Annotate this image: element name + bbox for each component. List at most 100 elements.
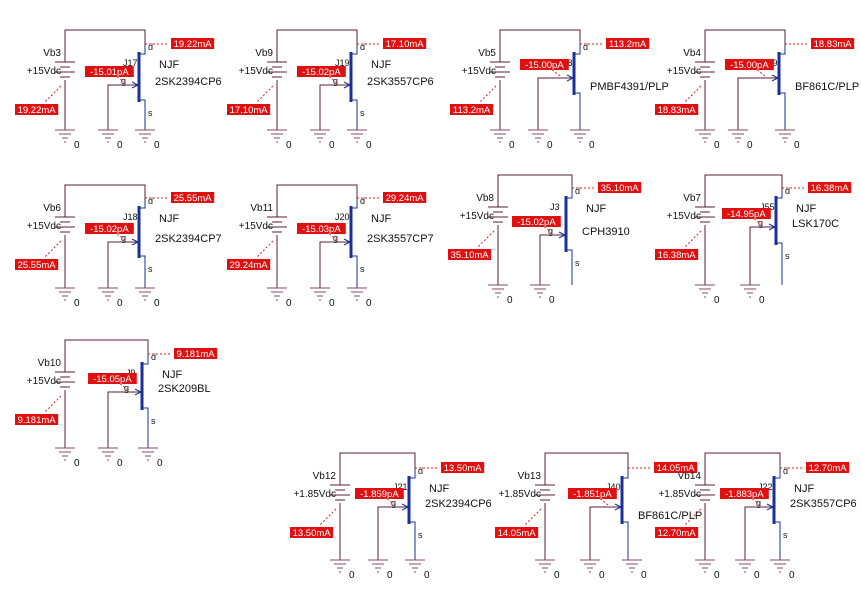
drain-current-probe-bg <box>806 462 850 473</box>
circuit-vb5[interactable]: Vb5+15VdcdJ38PMBF4391/PLP113.2mA-15.00pA… <box>450 29 669 151</box>
circuit-vb4[interactable]: Vb4+15VdcJ39BF861C/PLP18.83mA-15.00pA18.… <box>655 29 859 151</box>
circuit-vb13[interactable]: Vb13+1.85VdcJ40BF861C/PLP14.05mA-1.851pA… <box>495 452 702 581</box>
pin-s-label: s <box>148 264 153 274</box>
source-current-probe-bg <box>227 104 271 115</box>
gate-current-probe[interactable]: -15.00pA <box>725 59 774 71</box>
source-current-probe[interactable]: 17.10mA <box>227 104 271 116</box>
gate-current-probe[interactable]: -15.03pA <box>297 223 346 235</box>
drain-current-probe-bg <box>606 38 650 49</box>
ground-1: 0 <box>695 559 720 581</box>
drain-wire <box>497 174 573 207</box>
source-current-probe[interactable]: 18.83mA <box>655 104 699 116</box>
source-voltage: +15Vdc <box>27 221 61 232</box>
gate-current-probe[interactable]: -14.95pA <box>722 208 771 220</box>
ground-2: 0 <box>368 559 393 581</box>
ground-1-label: 0 <box>714 140 720 151</box>
drain-current-probe[interactable]: 29.24mA <box>383 192 427 204</box>
source-probe-leader <box>44 85 62 103</box>
ground-2: 0 <box>310 287 335 309</box>
gate-current-probe[interactable]: -15.05pA <box>88 373 137 385</box>
gate-current-probe-text: -15.02pA <box>517 217 556 228</box>
drain-wire <box>704 29 786 62</box>
drain-current-probe[interactable]: 14.05mA <box>654 462 698 474</box>
ground-2-label: 0 <box>549 295 555 306</box>
drain-current-probe[interactable]: 16.38mA <box>808 182 852 194</box>
gate-current-probe[interactable]: -15.01pA <box>85 66 134 78</box>
battery-icon <box>490 61 510 78</box>
source-current-probe-bg <box>15 414 59 425</box>
ground-1-symbol <box>490 129 510 143</box>
gate-current-probe[interactable]: -1.859pA <box>355 488 404 500</box>
drain-current-probe[interactable]: 113.2mA <box>606 38 650 50</box>
source-current-probe-text: 35.10mA <box>451 250 490 261</box>
drain-current-probe[interactable]: 25.55mA <box>171 192 215 204</box>
pin-s-label: s <box>785 251 790 261</box>
ground-2-label: 0 <box>759 295 765 306</box>
drain-current-probe[interactable]: 9.181mA <box>174 348 218 360</box>
source-current-probe-bg <box>448 249 492 260</box>
gate-current-probe[interactable]: -1.851pA <box>568 488 617 500</box>
ground-2-label: 0 <box>117 298 123 309</box>
gate-current-probe[interactable]: -1.883pA <box>720 488 769 500</box>
gate-current-probe[interactable]: -15.02pA <box>512 216 561 228</box>
source-current-probe[interactable]: 14.05mA <box>495 527 539 539</box>
source-name: Vb5 <box>478 48 496 59</box>
ground-1-label: 0 <box>509 140 515 151</box>
source-current-probe[interactable]: 113.2mA <box>450 104 494 116</box>
source-current-probe[interactable]: 13.50mA <box>290 527 334 539</box>
source-current-probe[interactable]: 9.181mA <box>15 414 59 426</box>
gate-current-probe-text: -1.883pA <box>725 489 764 500</box>
gate-current-probe-text: -15.05pA <box>93 374 132 385</box>
source-probe-leader <box>319 508 337 526</box>
fet-type-label: NJF <box>371 59 391 71</box>
drain-current-probe[interactable]: 19.22mA <box>171 38 215 50</box>
ground-1-label: 0 <box>714 570 720 581</box>
ground-3-symbol <box>570 129 590 143</box>
gate-wire <box>537 77 573 130</box>
ground-1-symbol <box>535 559 555 573</box>
ground-2-label: 0 <box>754 570 760 581</box>
gate-current-probe-bg <box>725 59 774 70</box>
gate-current-probe[interactable]: -15.02pA <box>85 223 134 235</box>
gate-arrow-icon <box>134 388 143 396</box>
ground-2-label: 0 <box>117 140 123 151</box>
gate-current-probe[interactable]: -15.00pA <box>520 59 569 71</box>
fet-drain-lead <box>139 46 146 55</box>
fet-type-label: NJF <box>371 213 391 225</box>
pin-g-label: g <box>333 76 338 86</box>
pin-d-label: d <box>151 352 156 362</box>
battery-icon <box>695 206 715 223</box>
source-current-probe[interactable]: 29.24mA <box>227 259 271 271</box>
source-current-probe[interactable]: 16.38mA <box>655 249 699 261</box>
source-current-probe[interactable]: 35.10mA <box>448 249 492 261</box>
drain-current-probe[interactable]: 35.10mA <box>598 182 642 194</box>
gate-current-probe-text: -15.00pA <box>525 60 564 71</box>
gate-current-probe-text: -15.01pA <box>90 67 129 78</box>
pin-d-label: d <box>785 186 790 196</box>
drain-current-probe[interactable]: 17.10mA <box>383 38 427 50</box>
ground-1: 0 <box>267 287 292 309</box>
drain-current-probe[interactable]: 12.70mA <box>806 462 850 474</box>
battery-icon <box>488 206 508 223</box>
ground-3: 0 <box>135 129 160 151</box>
source-current-probe[interactable]: 12.70mA <box>655 527 699 539</box>
source-current-probe[interactable]: 25.55mA <box>15 259 59 271</box>
drain-current-probe[interactable]: 13.50mA <box>441 462 485 474</box>
source-current-probe[interactable]: 19.22mA <box>15 104 59 116</box>
gate-current-probe[interactable]: -15.02pA <box>297 66 346 78</box>
drain-current-probe[interactable]: 18.83mA <box>811 38 855 50</box>
gate-arrow-icon <box>766 503 775 511</box>
drain-wire <box>499 29 581 62</box>
gate-current-probe-bg <box>722 208 771 219</box>
pin-s-label: s <box>151 416 156 426</box>
ground-3-label: 0 <box>154 140 160 151</box>
circuit-vb10[interactable]: Vb10+15VdcdgsJ9NJF2SK209BL9.181mA-15.05p… <box>15 339 218 469</box>
